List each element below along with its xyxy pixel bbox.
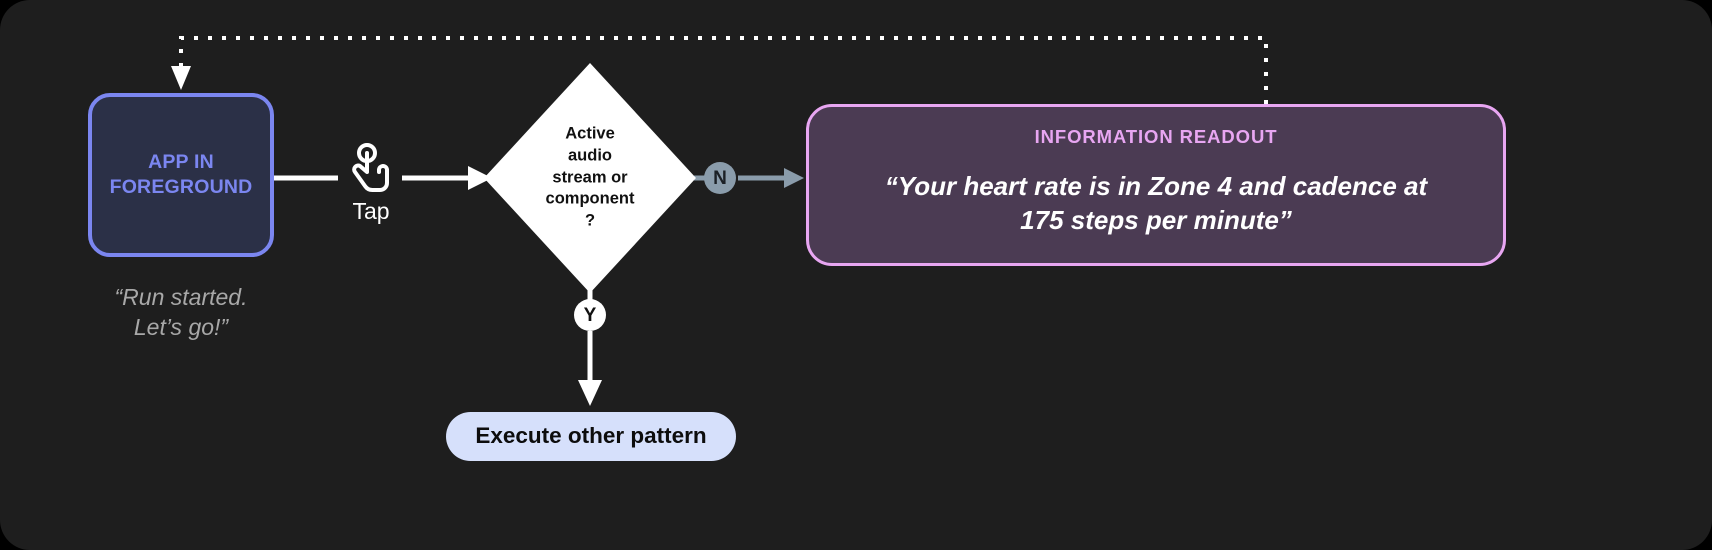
- branch-badge-no: N: [704, 162, 736, 194]
- node-app-in-foreground[interactable]: APP IN FOREGROUND: [88, 93, 274, 257]
- tap-label: Tap: [352, 198, 390, 224]
- arrowhead-no-to-readout: [784, 168, 804, 188]
- app-in-foreground-caption: “Run started. Let’s go!”: [114, 284, 248, 340]
- arrowhead-yes-to-execute: [578, 380, 602, 406]
- arrowhead-feedback-to-app: [171, 66, 191, 90]
- connector-readout-feedback-loop: [179, 36, 1268, 104]
- node-execute-other-pattern[interactable]: Execute other pattern: [446, 412, 736, 461]
- execute-other-pattern-label: Execute other pattern: [475, 423, 707, 449]
- app-in-foreground-label: APP IN FOREGROUND: [109, 151, 253, 198]
- tap-hand-icon: [352, 143, 389, 192]
- node-information-readout[interactable]: INFORMATION READOUT “Your heart rate is …: [806, 104, 1506, 266]
- information-readout-title: INFORMATION READOUT: [1034, 126, 1278, 148]
- branch-badge-yes: Y: [574, 299, 606, 331]
- decision-label: Active audio stream or component ?: [545, 124, 635, 230]
- tap-interaction-group[interactable]: Tap: [336, 142, 406, 223]
- node-decision-audio-stream[interactable]: Active audio stream or component ?: [484, 63, 696, 293]
- information-readout-body: “Your heart rate is in Zone 4 and cadenc…: [884, 170, 1428, 236]
